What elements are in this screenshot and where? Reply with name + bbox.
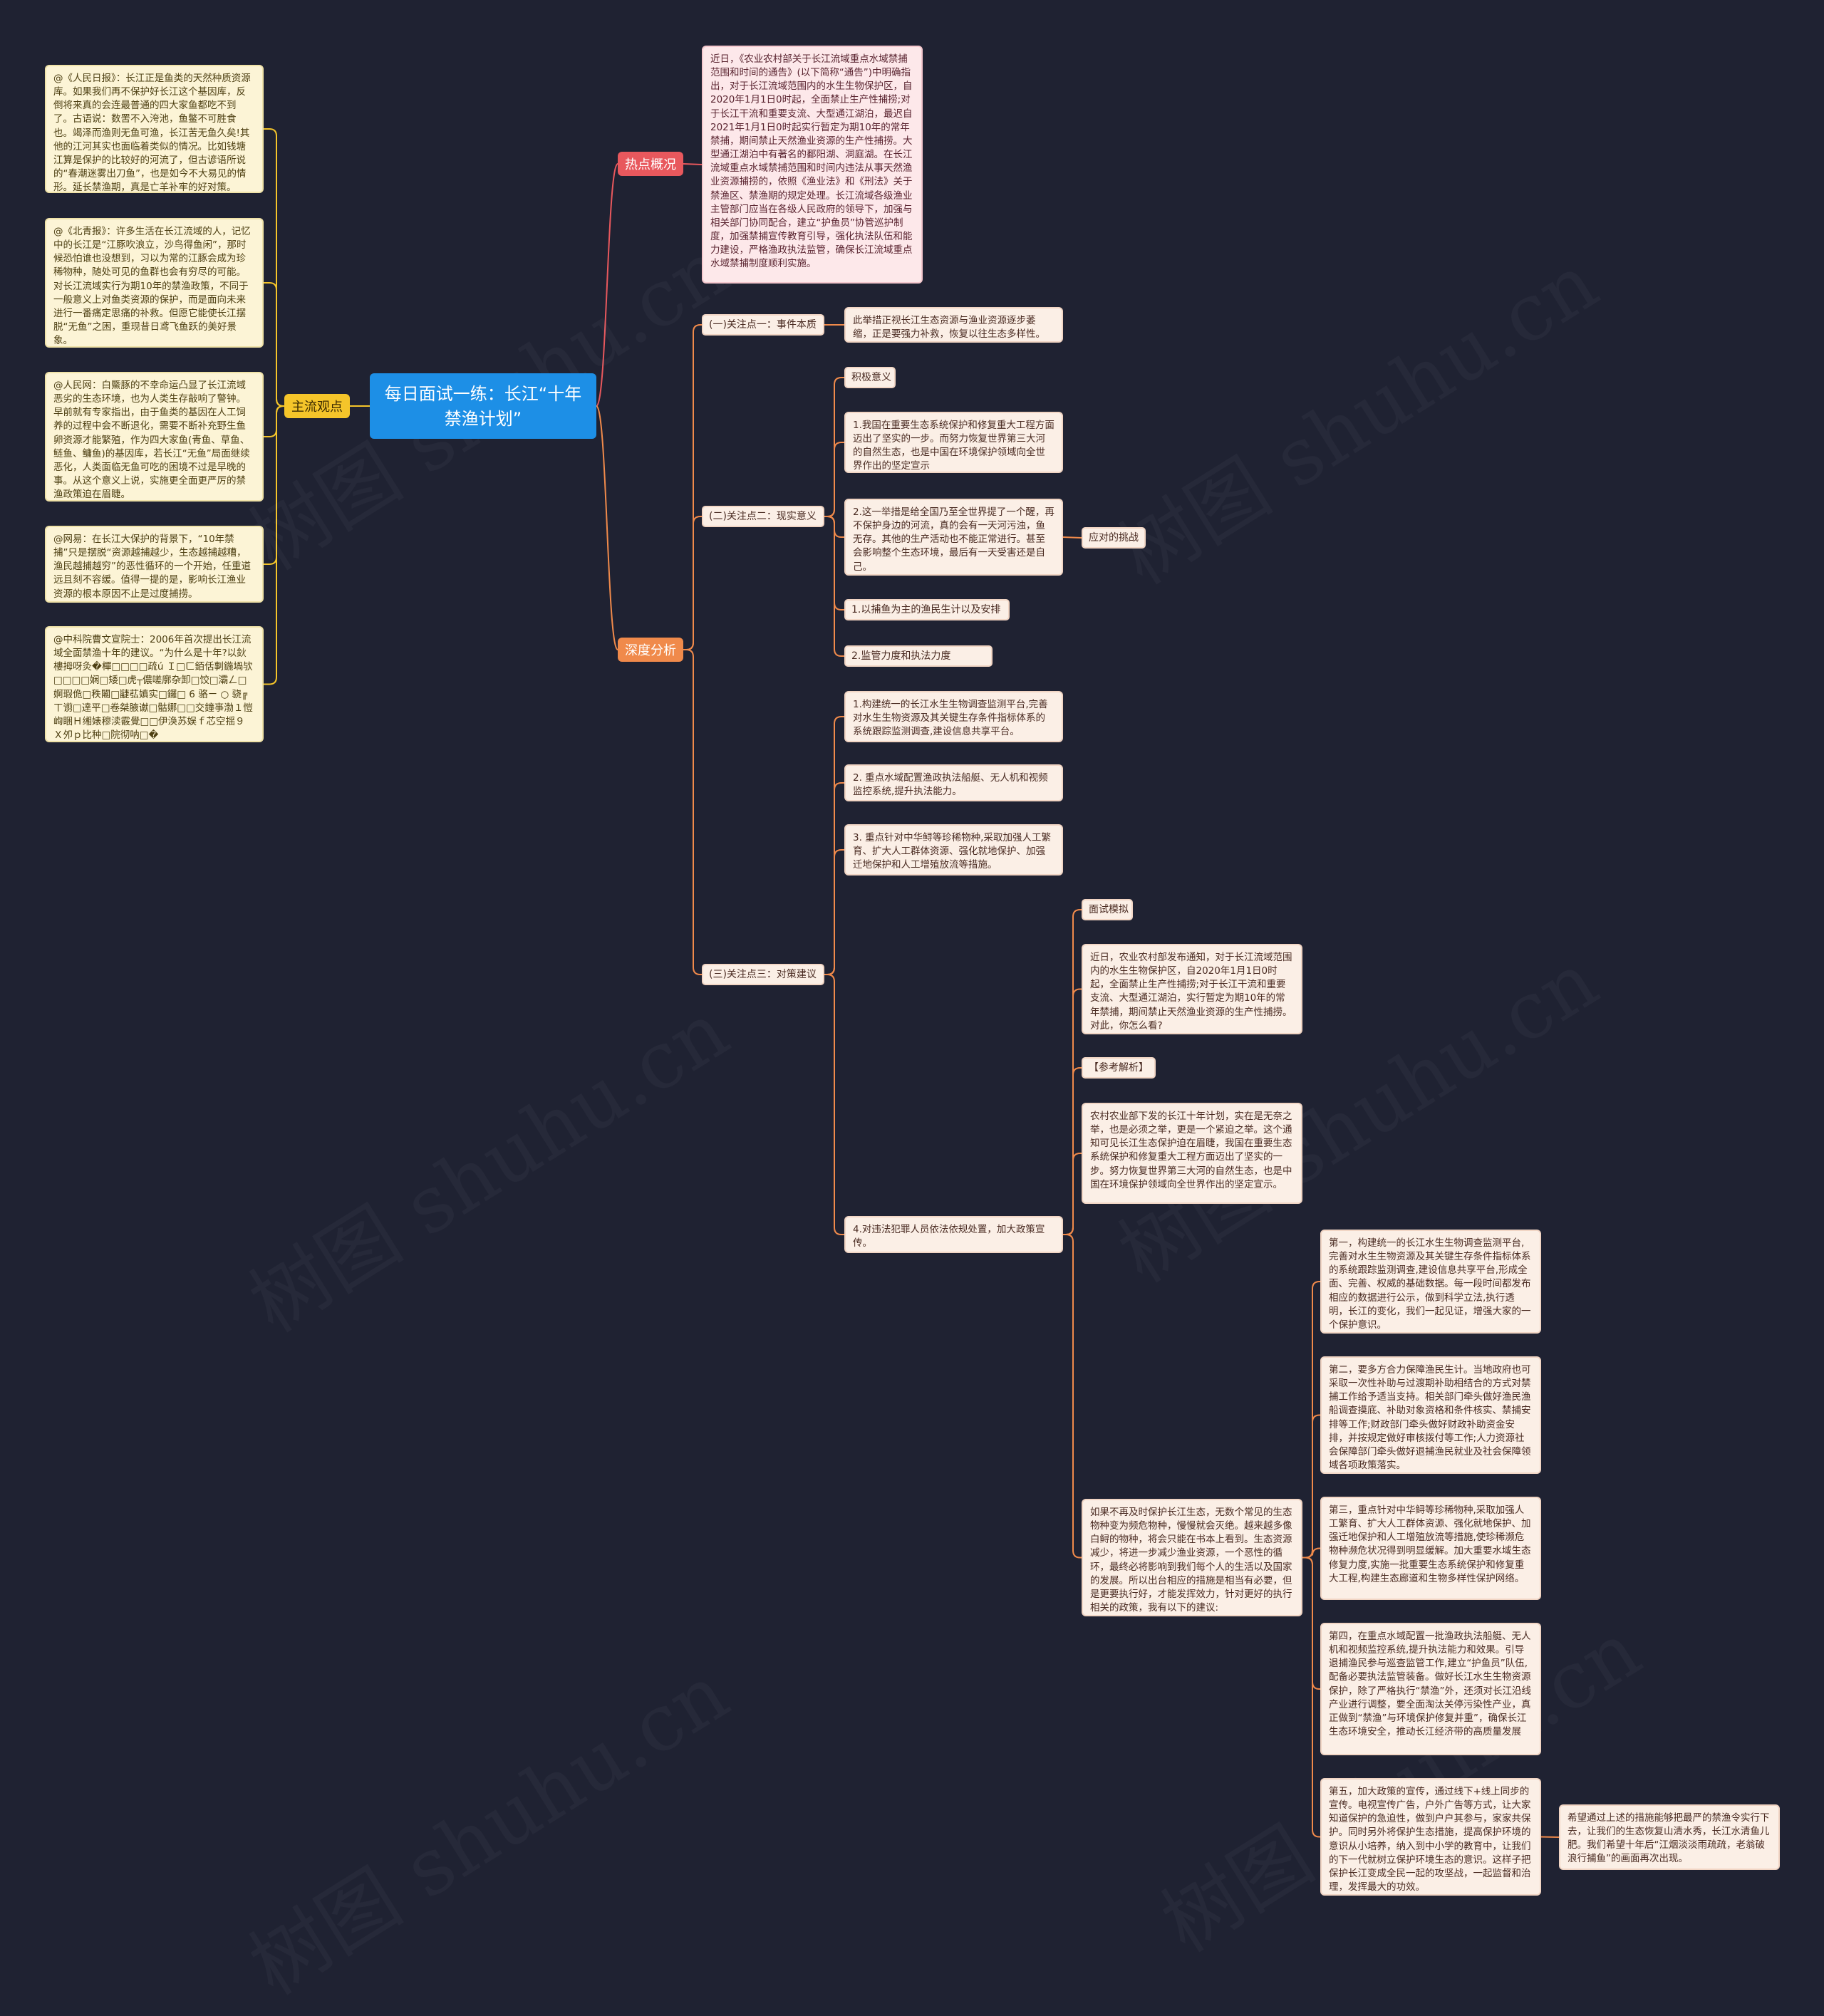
- positive-card: 2.这一举措是给全国乃至全世界提了一个醒，再不保护身边的河流，真的会有一天河污浊…: [844, 499, 1063, 576]
- suggestion-card: 2. 重点水域配置渔政执法船艇、无人机和视频监控系统,提升执法能力。: [844, 764, 1063, 801]
- focus-point-3[interactable]: (三)关注点三：对策建议: [702, 964, 824, 985]
- connector-line: [1302, 1547, 1320, 1559]
- connector-line: [1302, 1414, 1320, 1559]
- reference-card: 农村农业部下发的长江十年计划，实在是无奈之举，也是必须之举，更是一个紧迫之举。这…: [1082, 1103, 1302, 1204]
- connector-line: [1063, 1153, 1082, 1235]
- connector-line: [1302, 1557, 1320, 1690]
- challenge-item: 2.监管力度和执法力度: [844, 645, 993, 667]
- branch-main-viewpoints[interactable]: 主流观点: [284, 394, 350, 418]
- focus-point-2[interactable]: (二)关注点二：现实意义: [702, 506, 824, 527]
- connector-line: [824, 516, 844, 657]
- challenge-item: 1.以捕鱼为主的渔民生计以及安排: [844, 599, 1010, 620]
- connector-line: [1302, 1557, 1320, 1838]
- connector-line: [824, 849, 844, 975]
- hot-overview-card: 近日，《农业农村部关于长江流域重点水域禁捕范围和时间的通告》(以下简称“通告”)…: [702, 46, 923, 284]
- branch-deep-analysis[interactable]: 深度分析: [618, 638, 683, 662]
- reference-card: 如果不再及时保护长江生态，无数个常见的生态物种变为频危物种，慢慢就会灭绝。越来越…: [1082, 1499, 1302, 1616]
- suggestion-detail-card: 第一，构建统一的长江水生生物调查监测平台,完善对水生生物资源及其关键生存条件指标…: [1320, 1230, 1541, 1334]
- viewpoint-card: @网易：在长江大保护的背景下，“10年禁捕”只是摆脱“资源越捕越少，生态越捕越糟…: [45, 526, 264, 603]
- connector-line: [1540, 1836, 1560, 1838]
- connector-line: [596, 405, 618, 650]
- branch-hot-overview[interactable]: 热点概况: [618, 152, 683, 176]
- challenges-label[interactable]: 应对的挑战: [1082, 527, 1146, 549]
- positive-card: 1.我国在重要生态系统保护和修复重大工程方面迈出了坚实的一步。而努力恢复世界第三…: [844, 412, 1063, 473]
- mindmap-canvas: 树图 shuhu.cn 树图 shuhu.cn 树图 shuhu.cn 树图 s…: [45, 46, 1780, 1896]
- suggestion-detail-card: 第三，重点针对中华鲟等珍稀物种,采取加强人工繁育、扩大人工群体资源、强化就地保护…: [1320, 1497, 1541, 1600]
- connector-line: [264, 405, 284, 685]
- connector-line: [683, 649, 702, 975]
- connector-line: [1302, 1281, 1320, 1559]
- viewpoint-card: @中科院曹文宣院士：2006年首次提出长江流域全面禁渔十年的建议。“为什么是十年…: [45, 626, 264, 742]
- suggestion-card: 3. 重点针对中华鲟等珍稀物种,采取加强人工繁育、扩大人工群体资源、强化就地保护…: [844, 824, 1063, 875]
- connector-line: [683, 163, 703, 165]
- connector-lines: [264, 128, 1560, 1838]
- suggestion-detail-card: 第二，要多方合力保障渔民生计。当地政府也可采取一次性补助与过渡期补助相结合的方式…: [1320, 1356, 1541, 1474]
- connector-line: [264, 405, 284, 437]
- suggestion-detail-card: 第四，在重点水域配置一批渔政执法船艇、无人机和视频监控系统,提升执法能力和效果。…: [1320, 1623, 1541, 1755]
- connector-line: [264, 405, 284, 565]
- interview-question-card: 近日，农业农村部发布通知，对于长江流域范围内的水生生物保护区，自2020年1月1…: [1082, 944, 1302, 1034]
- connector-line: [1062, 536, 1082, 539]
- suggestion-card: 4.对违法犯罪人员依法依规处置，加大政策宣传。: [844, 1216, 1063, 1253]
- suggestion-detail-card: 第五，加大政策的宣传，通过线下+线上同步的宣传。电视宣传广告，户外广告等方式，让…: [1320, 1778, 1541, 1896]
- connector-line: [824, 974, 844, 1235]
- viewpoint-card: @人民网：白鱀豚的不幸命运凸显了长江流域恶劣的生态环境，也为人类生存敲响了警钟。…: [45, 372, 264, 502]
- connector-line: [596, 163, 618, 407]
- viewpoint-card: @《人民日报》：长江正是鱼类的天然种质资源库。如果我们再不保护好长江这个基因库，…: [45, 65, 264, 193]
- connector-line: [264, 282, 284, 407]
- connector-line: [1063, 1234, 1082, 1559]
- reference-answer-label[interactable]: 【参考解析】: [1082, 1057, 1156, 1079]
- root-topic[interactable]: 每日面试一练：长江“十年禁渔计划”: [370, 373, 596, 439]
- positive-significance-label[interactable]: 积极意义: [844, 367, 896, 388]
- conclusion-card: 希望通过上述的措施能够把最严的禁渔令实行下去，让我们的生态恢复山清水秀，长江水清…: [1559, 1804, 1780, 1870]
- focus-point-1[interactable]: (一)关注点一：事件本质: [702, 314, 824, 336]
- interview-sim-label[interactable]: 面试模拟: [1082, 899, 1133, 920]
- connector-line: [683, 516, 702, 650]
- connector-line: [264, 128, 284, 407]
- connector-line: [824, 442, 844, 517]
- focus-1-card: 此举措正视长江生态资源与渔业资源逐步萎缩，正是要强力补救，恢复以往生态多样性。: [844, 307, 1063, 343]
- viewpoint-card: @《北青报》：许多生活在长江流域的人，记忆中的长江是“江豚吹浪立，沙鸟得鱼闲”，…: [45, 218, 264, 348]
- suggestion-card: 1.构建统一的长江水生生物调查监测平台,完善对水生生物资源及其关键生存条件指标体…: [844, 691, 1063, 742]
